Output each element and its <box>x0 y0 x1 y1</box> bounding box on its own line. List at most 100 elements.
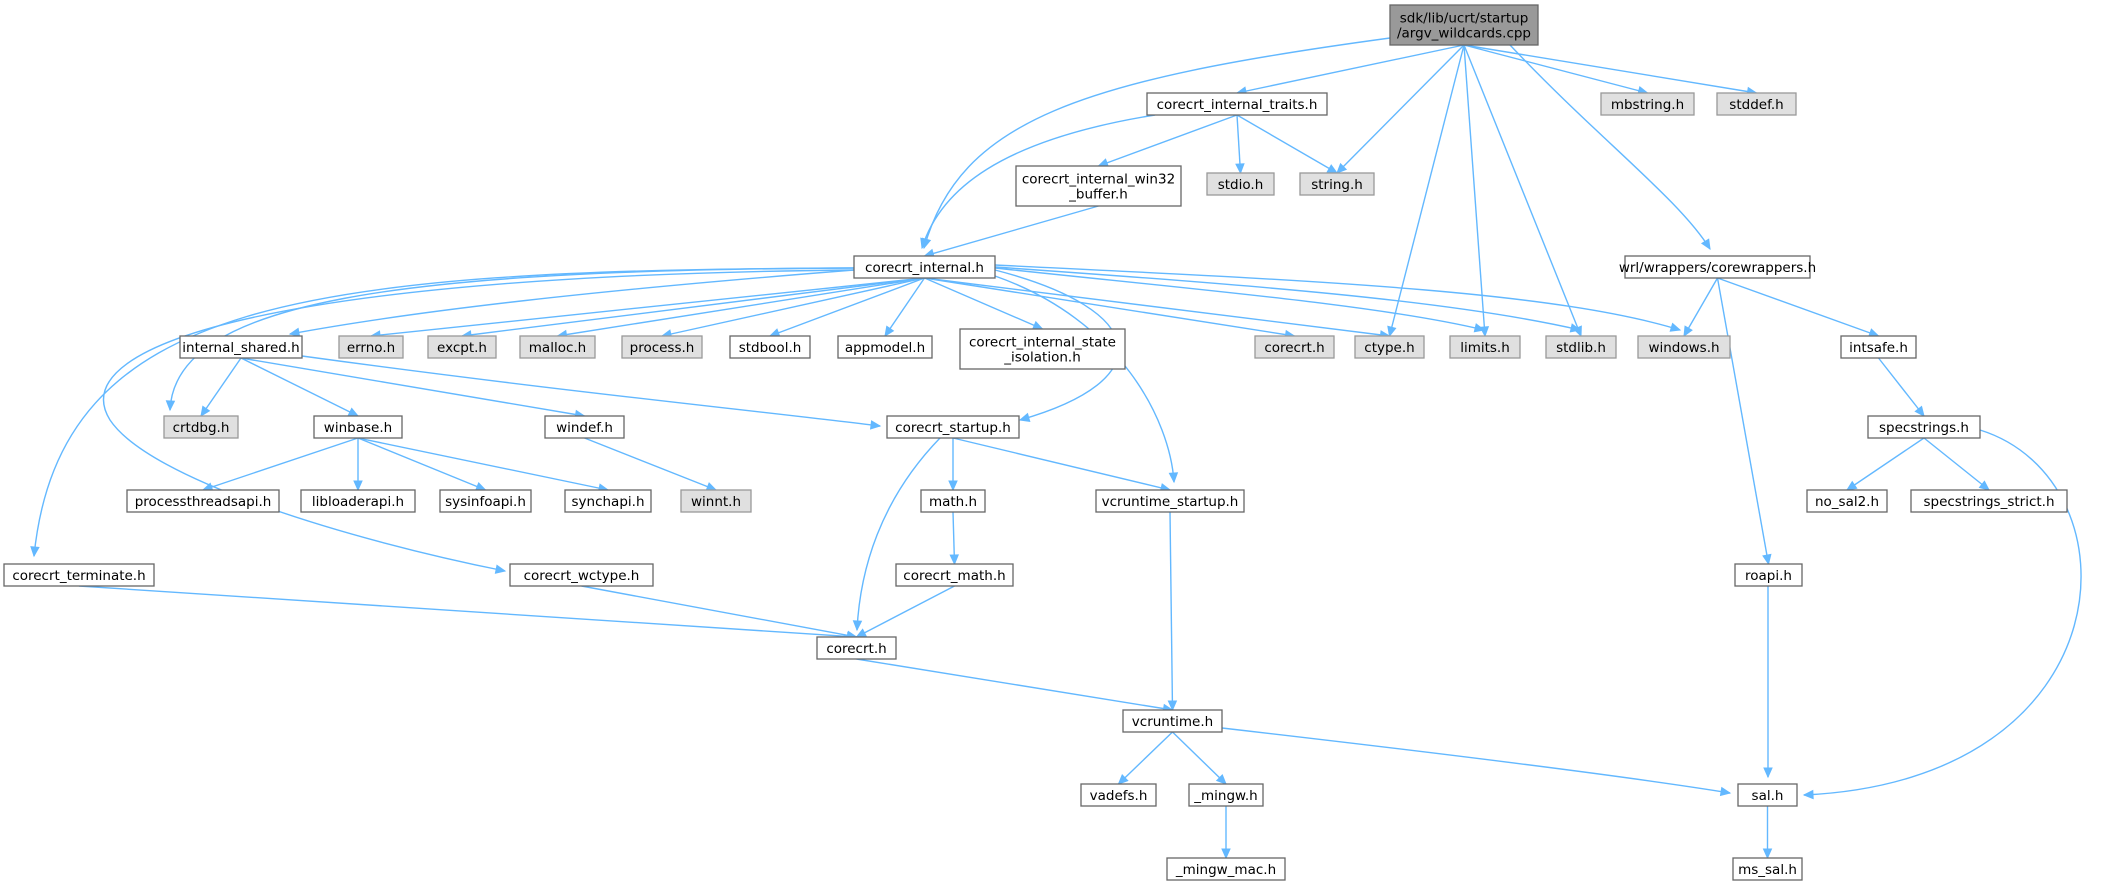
node-label: corecrt.h <box>826 641 886 657</box>
arrowhead-icon <box>1845 480 1858 491</box>
node-stdbool[interactable]: stdbool.h <box>729 335 811 359</box>
edge-internal-to-appmodel <box>884 277 926 338</box>
node-crtdbg[interactable]: crtdbg.h <box>163 415 239 439</box>
arrowhead-icon <box>347 407 360 417</box>
node-label: _mingw_mac.h <box>1175 862 1276 878</box>
node-winbase[interactable]: winbase.h <box>313 415 403 439</box>
node-box <box>1080 783 1157 807</box>
edge-cmath-to-corecrt <box>855 585 955 638</box>
node-roapi[interactable]: roapi.h <box>1734 563 1803 587</box>
arrowhead-icon <box>920 237 930 250</box>
arrowhead-icon <box>1018 412 1031 422</box>
node-sysinfo[interactable]: sysinfoapi.h <box>439 489 532 513</box>
node-windef[interactable]: windef.h <box>544 415 625 439</box>
edge-line <box>923 37 1391 249</box>
edge-line <box>202 437 359 491</box>
node-vadefs[interactable]: vadefs.h <box>1080 783 1157 807</box>
node-box <box>1299 172 1375 196</box>
edge-specstr-to-nosal2 <box>1845 437 1925 491</box>
node-excpt[interactable]: excpt.h <box>427 335 497 359</box>
node-label: excpt.h <box>437 340 487 356</box>
edge-winbase-to-sysinfo <box>357 437 487 491</box>
node-label: mbstring.h <box>1611 97 1684 113</box>
node-stddef[interactable]: stddef.h <box>1716 92 1797 116</box>
edge-internal-to-process <box>660 277 925 339</box>
edge-roapi-to-sal <box>1763 586 1773 779</box>
edge-line <box>103 269 855 572</box>
arrowhead-icon <box>1683 325 1693 338</box>
edge-line <box>1803 429 2082 796</box>
node-wrl[interactable]: wrl/wrappers/corewrappers.h <box>1619 255 1816 279</box>
node-mingwmac[interactable]: _mingw_mac.h <box>1166 857 1286 881</box>
node-ctype[interactable]: ctype.h <box>1354 335 1425 359</box>
edge-line <box>1846 437 1925 491</box>
node-vcstartup[interactable]: vcruntime_startup.h <box>1095 489 1245 513</box>
node-traits[interactable]: corecrt_internal_traits.h <box>1146 92 1328 116</box>
node-math[interactable]: math.h <box>920 489 986 513</box>
edge-layer <box>30 37 2082 860</box>
node-string[interactable]: string.h <box>1299 172 1375 196</box>
node-mssal[interactable]: ms_sal.h <box>1732 857 1803 881</box>
node-cmath[interactable]: corecrt_math.h <box>895 563 1014 587</box>
node-win32buf[interactable]: corecrt_internal_win32_buffer.h <box>1015 165 1182 207</box>
edge-line <box>357 437 486 491</box>
edge-wctype-to-corecrt <box>581 585 858 640</box>
edge-line <box>856 585 955 638</box>
node-box <box>837 335 933 359</box>
node-process[interactable]: process.h <box>621 335 703 359</box>
edge-line <box>33 267 855 557</box>
edge-line <box>370 277 925 337</box>
node-box <box>1624 255 1811 279</box>
node-corecrt[interactable]: corecrt.h <box>816 636 897 660</box>
node-appmodel[interactable]: appmodel.h <box>837 335 933 359</box>
arrowhead-icon <box>1117 773 1129 785</box>
node-label: synchapi.h <box>572 494 645 510</box>
arrowhead-icon <box>1326 164 1339 174</box>
node-mingw[interactable]: _mingw.h <box>1188 783 1264 807</box>
edge-line <box>1118 731 1173 785</box>
node-corecrt_g[interactable]: corecrt.h <box>1254 335 1335 359</box>
node-ishared[interactable]: internal_shared.h <box>179 335 303 359</box>
node-root[interactable]: sdk/lib/ucrt/startup/argv_wildcards.cpp <box>1389 4 1539 46</box>
edge-line <box>581 585 857 638</box>
arrowhead-icon <box>852 620 863 632</box>
node-label: _mingw.h <box>1193 788 1257 804</box>
edge-internal-to-terminate <box>30 267 855 558</box>
node-startup[interactable]: corecrt_startup.h <box>886 415 1020 439</box>
node-label: vcruntime_startup.h <box>1102 494 1239 510</box>
edge-line <box>357 437 609 491</box>
node-wctype[interactable]: corecrt_wctype.h <box>509 563 654 587</box>
edge-win32buf-to-internal <box>923 205 1099 258</box>
node-synch[interactable]: synchapi.h <box>564 489 652 513</box>
node-box <box>427 335 497 359</box>
node-stdlib[interactable]: stdlib.h <box>1545 335 1617 359</box>
node-vcruntime[interactable]: vcruntime.h <box>1122 709 1223 733</box>
node-specstrict[interactable]: specstrings_strict.h <box>1910 489 2068 513</box>
node-label: wrl/wrappers/corewrappers.h <box>1619 260 1816 276</box>
node-sal[interactable]: sal.h <box>1737 783 1798 807</box>
node-nosal2[interactable]: no_sal2.h <box>1806 489 1888 513</box>
node-windows[interactable]: windows.h <box>1637 335 1731 359</box>
edge-traits-to-stdio <box>1235 114 1245 175</box>
node-errno[interactable]: errno.h <box>338 335 404 359</box>
node-libload[interactable]: libloaderapi.h <box>300 489 416 513</box>
node-label: sdk/lib/ucrt/startup <box>1400 11 1529 27</box>
arrowhead-icon <box>1669 322 1682 332</box>
node-malloc[interactable]: malloc.h <box>519 335 596 359</box>
node-intsafe[interactable]: intsafe.h <box>1840 335 1917 359</box>
node-stdio[interactable]: stdio.h <box>1206 172 1275 196</box>
node-terminate[interactable]: corecrt_terminate.h <box>3 563 155 587</box>
node-limits[interactable]: limits.h <box>1449 335 1521 359</box>
node-mbstring[interactable]: mbstring.h <box>1600 92 1695 116</box>
edge-specstr-to-specstrict <box>1923 437 1990 491</box>
node-label: stddef.h <box>1729 97 1783 113</box>
node-label: vcruntime.h <box>1132 714 1213 730</box>
node-winnt[interactable]: winnt.h <box>680 489 752 513</box>
node-stateiso[interactable]: corecrt_internal_state_isolation.h <box>959 328 1126 370</box>
node-specstr[interactable]: specstrings.h <box>1867 415 1981 439</box>
node-procthr[interactable]: processthreadsapi.h <box>126 489 280 513</box>
node-box <box>300 489 416 513</box>
node-internal[interactable]: corecrt_internal.h <box>853 255 996 279</box>
node-box <box>179 335 303 359</box>
arrowhead-icon <box>353 480 363 492</box>
